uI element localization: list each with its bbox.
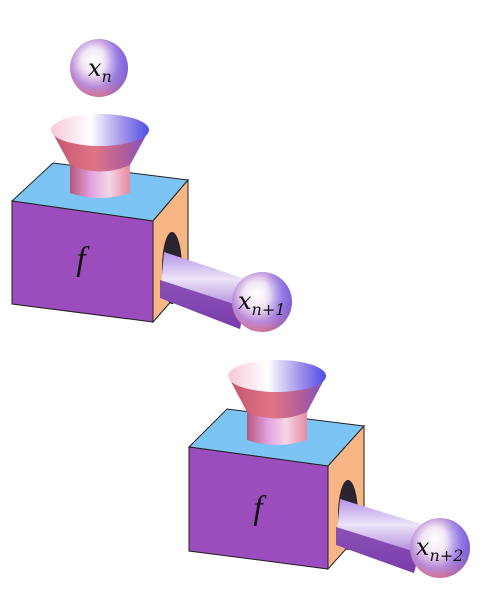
machine-1-funnel-mouth — [51, 114, 149, 146]
machine-1-funnel-neck — [70, 162, 130, 198]
output-ball-2-sub: n+2 — [430, 546, 464, 565]
output-ball-1-label: xn+1 — [238, 287, 285, 319]
output-ball-2-label: xn+2 — [416, 533, 463, 565]
machine-2-funnel-mouth — [228, 360, 326, 392]
machine-2: f xn+2 — [187, 360, 470, 578]
output-ball-2-var: x — [416, 533, 430, 561]
machine-2-box-front — [188, 446, 329, 570]
machine-1-box-front — [11, 200, 154, 323]
input-ball-label: xn — [88, 54, 112, 86]
input-ball: xn — [70, 39, 128, 97]
output-ball-1-sub: n+1 — [252, 300, 286, 319]
input-ball-var: x — [88, 54, 102, 82]
machine-1: f xn xn+1 — [10, 39, 292, 332]
output-ball-2: xn+2 — [410, 518, 470, 578]
output-ball-1-var: x — [238, 287, 252, 315]
input-ball-sub: n — [102, 67, 112, 86]
output-ball-1: xn+1 — [232, 272, 292, 332]
machine-2-funnel-neck — [247, 409, 307, 445]
